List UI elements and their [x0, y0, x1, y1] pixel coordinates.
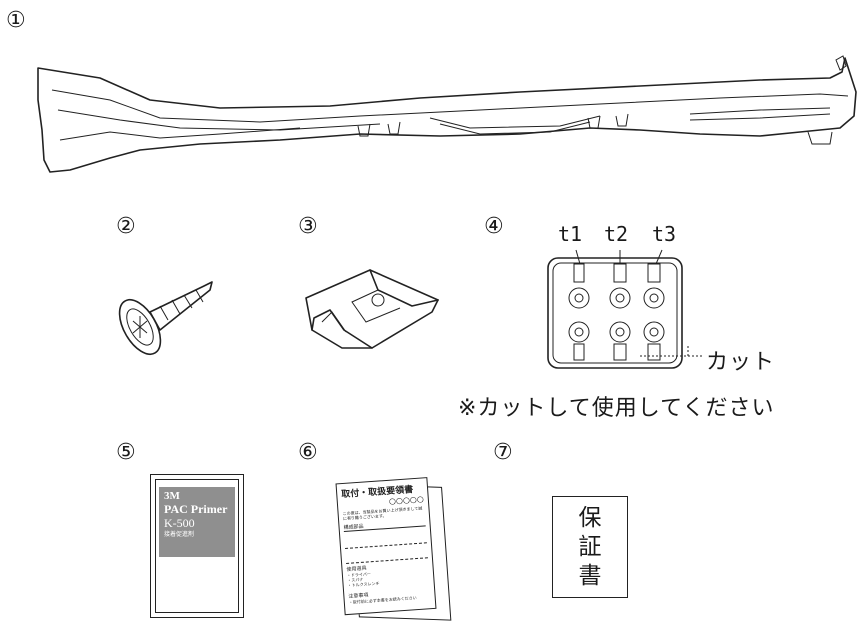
primer-sub: 接着促進剤	[164, 532, 195, 538]
warranty-char-2: 証	[578, 533, 602, 560]
warranty-char-3: 書	[578, 562, 602, 589]
tab-column-t2	[609, 250, 631, 361]
primer-model: K-500	[164, 516, 195, 530]
primer-packet: 3M PAC Primer K-500 接着促進剤	[150, 474, 244, 618]
part-number-7: ⑦	[493, 440, 513, 465]
tab-column-t1	[568, 249, 590, 361]
part-number-4: ④	[484, 214, 504, 239]
primer-name: PAC Primer	[164, 502, 228, 516]
warranty-char-1: 保	[578, 504, 602, 531]
tab-label-t3: t3	[652, 222, 677, 246]
tab-label-t1: t1	[558, 222, 583, 246]
part-number-5: ⑤	[116, 440, 136, 465]
cut-instruction-note: ※カットして使用してください	[458, 396, 775, 421]
cut-label: カット	[706, 350, 776, 375]
part-number-3: ③	[298, 214, 318, 239]
tab-label-t2: t2	[604, 222, 629, 246]
instruction-manual: 取付・取扱要領書 ○○○○○ この度は、当製品をお買い上げ頂きまして誠に有り難う…	[335, 477, 452, 621]
part-number-2: ②	[116, 214, 136, 239]
primer-brand: 3M	[164, 490, 180, 502]
warranty-card: 保 証 書	[552, 496, 628, 598]
primer-label-band: 3M PAC Primer K-500 接着促進剤	[159, 487, 235, 557]
part-number-6: ⑥	[298, 440, 318, 465]
part-number-1: ①	[6, 8, 26, 33]
tab-column-t3	[643, 249, 665, 361]
